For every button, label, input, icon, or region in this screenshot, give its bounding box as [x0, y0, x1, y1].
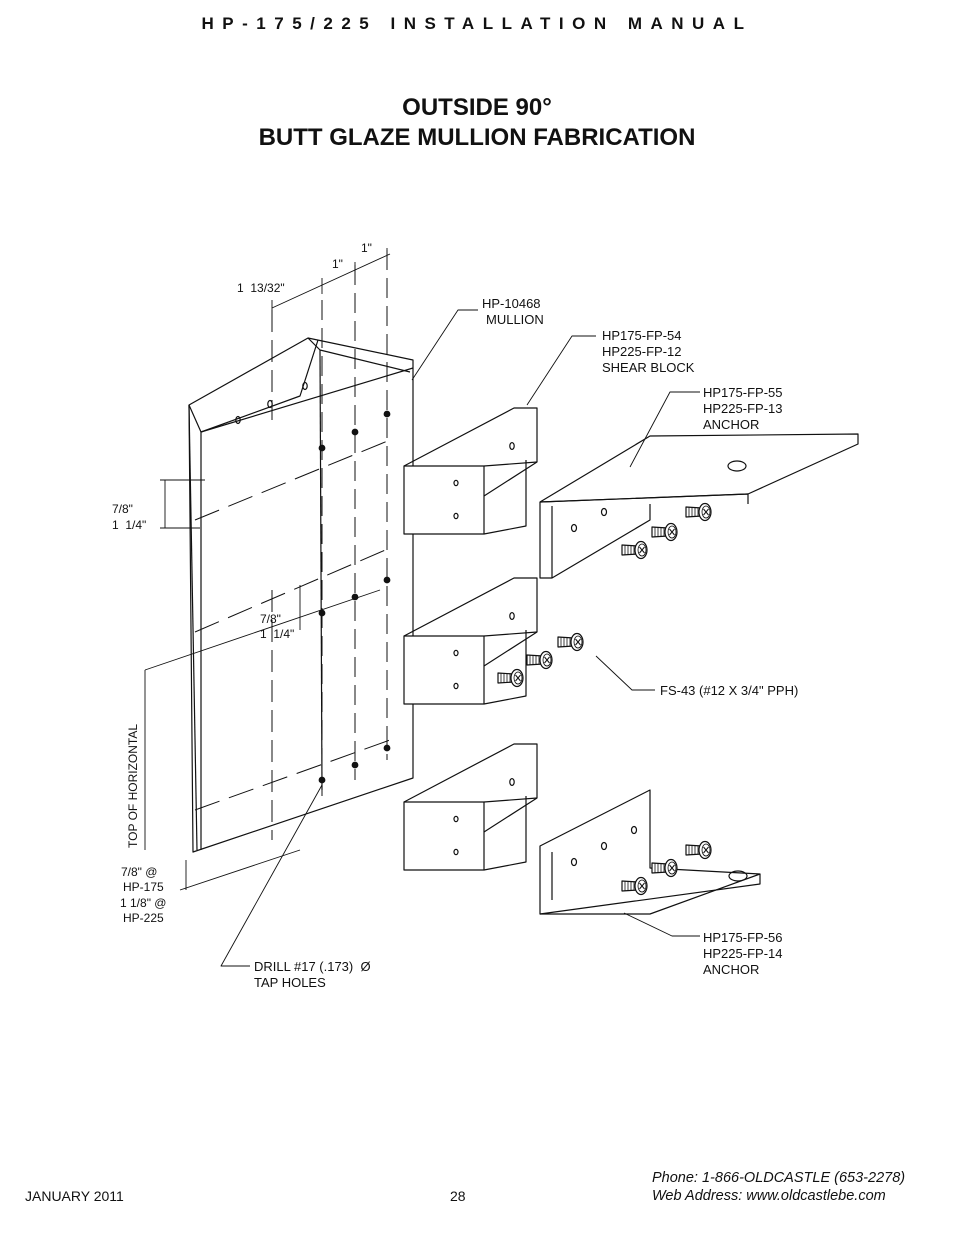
dim-left-7-8: 7/8" [112, 502, 133, 516]
top-of-horizontal-label: TOP OF HORIZONTAL [126, 723, 140, 848]
shear-block-bottom [403, 743, 538, 871]
footer-date: JANUARY 2011 [25, 1188, 124, 1204]
screw-callout: FS-43 (#12 X 3/4" PPH) [660, 683, 799, 698]
anchor-bottom [539, 789, 761, 915]
tap-holes-callout: TAP HOLES [254, 975, 326, 990]
anchor-top [539, 433, 859, 579]
anchor-top-part-225: HP225-FP-13 [703, 401, 783, 416]
anchor-bottom-part-225: HP225-FP-14 [703, 946, 783, 961]
mullion-part-number: HP-10468 [482, 296, 541, 311]
dim-bottom-hp175: HP-175 [123, 880, 164, 894]
dim-1-13-32: 1 13/32" [237, 281, 285, 295]
footer-web-address: Web Address: www.oldcastlebe.com [652, 1188, 886, 1204]
dim-left-1-1-4: 1 1/4" [112, 518, 147, 532]
dim-bottom-1-1-8: 1 1/8" @ [120, 896, 167, 910]
dim-1in-a: 1" [361, 241, 372, 255]
manual-header: HP-175/225 INSTALLATION MANUAL [201, 14, 753, 33]
dim-bottom-hp225: HP-225 [123, 911, 164, 925]
mullion-drawing [144, 248, 414, 891]
shear-block-label: SHEAR BLOCK [602, 360, 695, 375]
anchor-top-part-175: HP175-FP-55 [703, 385, 783, 400]
leader-lines [220, 309, 700, 967]
anchor-bottom-part-175: HP175-FP-56 [703, 930, 783, 945]
dim-1in-b: 1" [332, 257, 343, 271]
page-title-line-2: BUTT GLAZE MULLION FABRICATION [258, 124, 696, 151]
footer-phone: Phone: 1-866-OLDCASTLE (653-2278) [652, 1170, 906, 1186]
shear-block-part-175: HP175-FP-54 [602, 328, 682, 343]
drill-callout: DRILL #17 (.173) Ø [254, 959, 371, 974]
footer-page-number: 28 [450, 1188, 466, 1204]
dim-mid-1-1-4: 1 1/4" [260, 627, 295, 641]
shear-block-top [403, 407, 538, 535]
anchor-top-label: ANCHOR [703, 417, 760, 432]
anchor-bottom-label: ANCHOR [703, 962, 760, 977]
mullion-label: MULLION [486, 312, 544, 327]
dim-mid-7-8: 7/8" [260, 612, 281, 626]
page-title-line-1: OUTSIDE 90° [402, 94, 552, 121]
dim-bottom-7-8: 7/8" @ [121, 865, 158, 879]
shear-block-part-225: HP225-FP-12 [602, 344, 682, 359]
